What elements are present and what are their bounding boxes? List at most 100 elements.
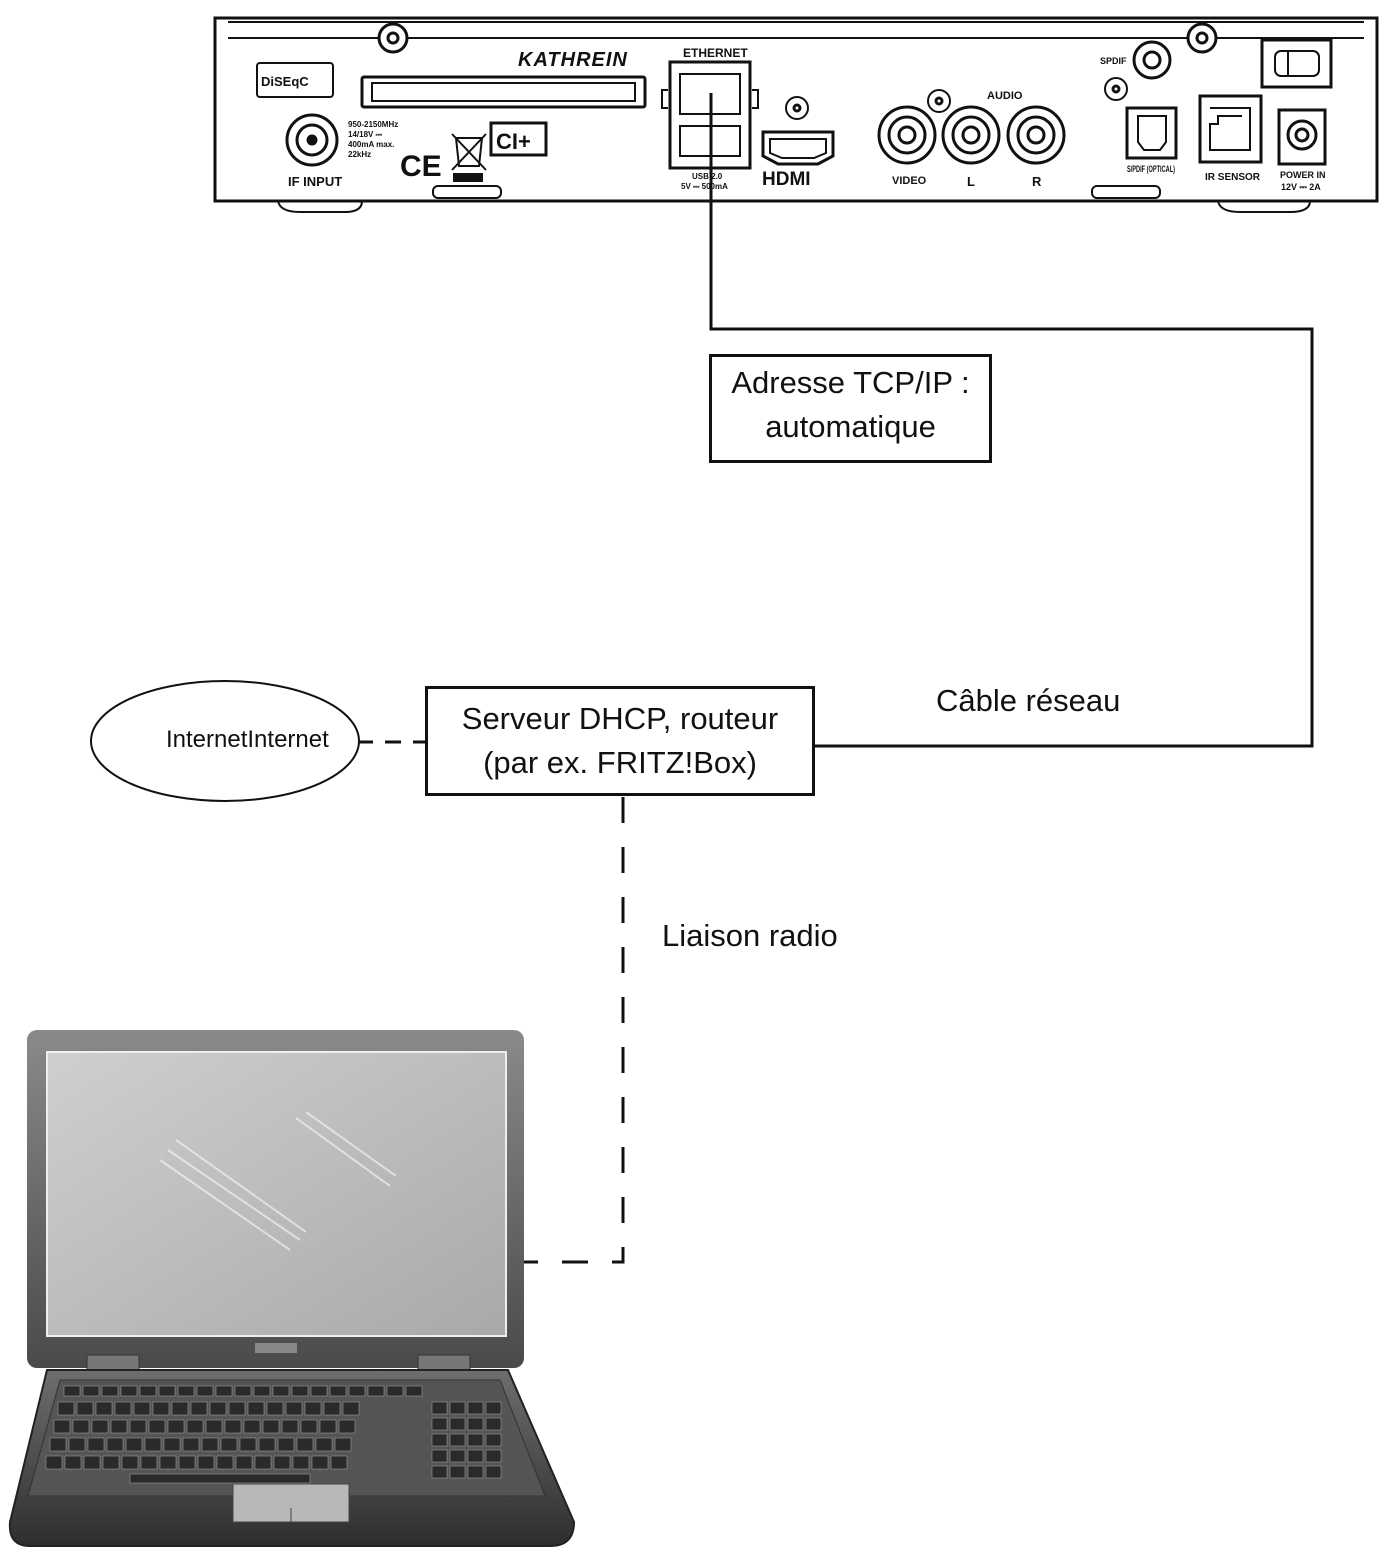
keyboard-key bbox=[243, 1419, 261, 1434]
keyboard-key bbox=[323, 1401, 341, 1416]
keyboard-key bbox=[196, 1385, 214, 1397]
keyboard-key bbox=[253, 1385, 271, 1397]
keyboard-key bbox=[57, 1401, 75, 1416]
keyboard-key bbox=[467, 1465, 484, 1479]
audio-right-rca-jack bbox=[1006, 105, 1066, 165]
receiver-panel-text: KATHREIN DiSEqC IF INPUT 950-2150MHz 14/… bbox=[261, 46, 1326, 192]
keyboard-key bbox=[291, 1385, 309, 1397]
keyboard-key bbox=[83, 1455, 101, 1470]
keyboard-key bbox=[431, 1449, 448, 1463]
keyboard-key bbox=[159, 1455, 177, 1470]
if-input-connector bbox=[285, 113, 339, 167]
keyboard-key bbox=[367, 1385, 385, 1397]
keyboard-key bbox=[277, 1437, 295, 1452]
audio-left-label: L bbox=[967, 174, 975, 189]
laptop-screen bbox=[46, 1051, 507, 1337]
receiver-rear-panel bbox=[213, 16, 1379, 213]
keyboard-key bbox=[114, 1401, 132, 1416]
screw-icon bbox=[377, 22, 409, 54]
laptop-illustration bbox=[8, 1030, 576, 1547]
keyboard-key bbox=[167, 1419, 185, 1434]
keyboard-key bbox=[310, 1385, 328, 1397]
spdif-coax-jack bbox=[1104, 40, 1172, 101]
optical-port bbox=[1125, 106, 1178, 160]
keyboard-key bbox=[431, 1433, 448, 1447]
keyboard-key bbox=[234, 1385, 252, 1397]
keyboard-key bbox=[49, 1437, 67, 1452]
radio-link-label: Liaison radio bbox=[662, 918, 838, 953]
keyboard-key bbox=[247, 1401, 265, 1416]
keyboard-key bbox=[205, 1419, 223, 1434]
keyboard-key bbox=[292, 1455, 310, 1470]
screw-icon bbox=[927, 89, 951, 113]
laptop-keyboard bbox=[45, 1385, 502, 1484]
hdmi-port bbox=[761, 96, 835, 166]
keyboard-key bbox=[101, 1385, 119, 1397]
keyboard-key bbox=[91, 1419, 109, 1434]
keyboard-key bbox=[129, 1419, 147, 1434]
ir-sensor-port bbox=[1198, 94, 1263, 164]
keyboard-key bbox=[485, 1465, 502, 1479]
keyboard-key bbox=[76, 1401, 94, 1416]
power-in-label: POWER IN bbox=[1280, 170, 1326, 180]
keyboard-key bbox=[485, 1433, 502, 1447]
diseqc-label: DiSEqC bbox=[261, 74, 309, 89]
ci-plus-logo bbox=[489, 121, 548, 157]
keyboard-key bbox=[139, 1385, 157, 1397]
keyboard-key bbox=[235, 1455, 253, 1470]
keyboard-key bbox=[216, 1455, 234, 1470]
keyboard-key bbox=[449, 1433, 466, 1447]
keyboard-key bbox=[449, 1401, 466, 1415]
keyboard-key bbox=[342, 1401, 360, 1416]
tcp-ip-line-1: Adresse TCP/IP : bbox=[731, 365, 970, 400]
keyboard-key bbox=[467, 1401, 484, 1415]
keyboard-key bbox=[449, 1465, 466, 1479]
keyboard-key bbox=[266, 1401, 284, 1416]
dhcp-router-callout: Serveur DHCP, routeur (par ex. FRITZ!Box… bbox=[425, 686, 815, 796]
keyboard-key bbox=[239, 1437, 257, 1452]
if-spec-line: 400mA max. bbox=[348, 140, 394, 149]
keyboard-key bbox=[258, 1437, 276, 1452]
audio-right-label: R bbox=[1032, 174, 1042, 189]
keyboard-key bbox=[186, 1419, 204, 1434]
keyboard-key bbox=[485, 1449, 502, 1463]
video-rca-jack bbox=[877, 105, 937, 165]
keyboard-key bbox=[140, 1455, 158, 1470]
usb-label: USB 2.0 bbox=[692, 172, 723, 181]
optical-label: S/PDIF (OPTICAL) bbox=[1127, 164, 1175, 174]
keyboard-key bbox=[304, 1401, 322, 1416]
keyboard-key bbox=[45, 1455, 63, 1470]
keyboard-key bbox=[329, 1385, 347, 1397]
keyboard-key bbox=[467, 1449, 484, 1463]
keyboard-key bbox=[485, 1401, 502, 1415]
tcp-ip-line-2: automatique bbox=[765, 409, 936, 444]
dhcp-router-line-2: (par ex. FRITZ!Box) bbox=[483, 745, 757, 780]
keyboard-key bbox=[254, 1455, 272, 1470]
keyboard-key bbox=[431, 1465, 448, 1479]
keyboard-key bbox=[228, 1401, 246, 1416]
keyboard-key bbox=[95, 1401, 113, 1416]
keyboard-key bbox=[273, 1455, 291, 1470]
keyboard-key bbox=[224, 1419, 242, 1434]
keyboard-key bbox=[163, 1437, 181, 1452]
keyboard-key bbox=[386, 1385, 404, 1397]
keyboard-key bbox=[87, 1437, 105, 1452]
keyboard-key bbox=[64, 1455, 82, 1470]
audio-left-rca-jack bbox=[941, 105, 1001, 165]
radio-link-dashed bbox=[522, 797, 625, 1264]
keyboard-key bbox=[120, 1385, 138, 1397]
keyboard-key bbox=[68, 1437, 86, 1452]
power-in-jack bbox=[1277, 108, 1327, 166]
hdmi-label: HDMI bbox=[762, 169, 811, 190]
ci-card-slot bbox=[360, 75, 647, 109]
if-spec-line: 22kHz bbox=[348, 150, 371, 159]
ce-mark: CE bbox=[400, 150, 442, 183]
keyboard-key bbox=[220, 1437, 238, 1452]
keyboard-key bbox=[319, 1419, 337, 1434]
keyboard-key bbox=[334, 1437, 352, 1452]
if-spec-line: 950-2150MHz bbox=[348, 120, 398, 129]
weee-bin-icon bbox=[451, 133, 487, 182]
keyboard-key bbox=[53, 1419, 71, 1434]
keyboard-key bbox=[467, 1433, 484, 1447]
